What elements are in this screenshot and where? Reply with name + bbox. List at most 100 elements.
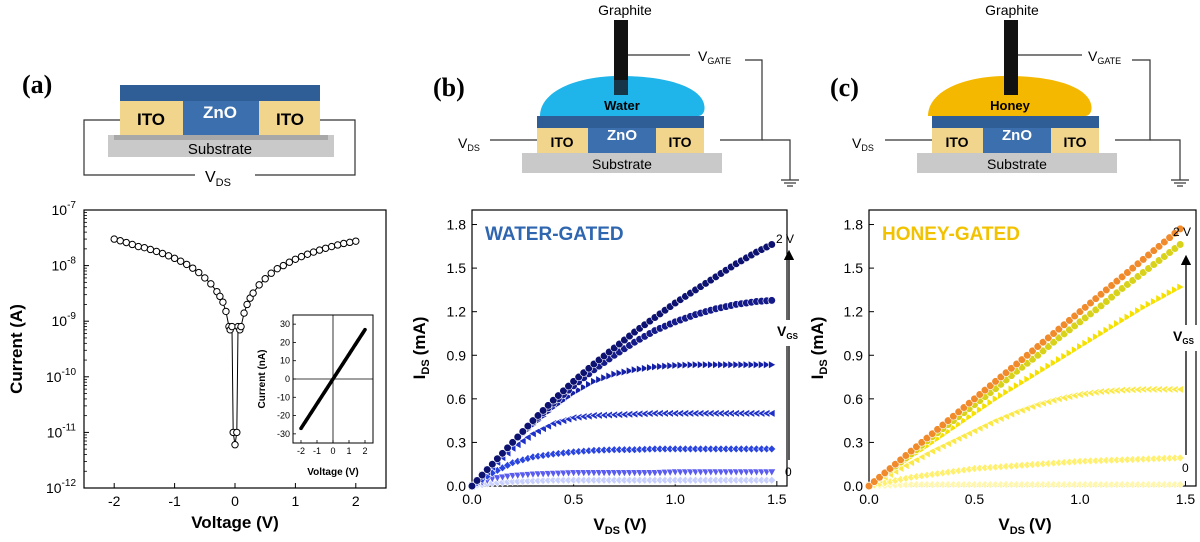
ito-left-b — [537, 128, 588, 153]
electrode-b-label: Graphite — [598, 2, 652, 18]
chart-b-point — [533, 426, 542, 436]
chart-a-point — [243, 300, 251, 309]
chart-c-point — [1002, 387, 1011, 397]
chart-b-point — [559, 386, 568, 395]
chart-c-point — [1145, 299, 1154, 309]
chart-b-point — [590, 376, 599, 386]
inset-ytick-label: -20 — [277, 411, 290, 421]
chart-b-point — [595, 375, 604, 385]
electrode-c — [1004, 20, 1018, 95]
chart-b-point — [767, 408, 776, 418]
zno-channel-a — [183, 101, 259, 135]
chart-b-ytick-label: 0.0 — [447, 478, 467, 494]
electrode-b-tip — [614, 80, 628, 95]
chart-c-point — [1171, 285, 1180, 295]
chart-b-title: WATER-GATED — [485, 224, 624, 245]
chart-c-point — [906, 458, 915, 468]
chart-c-arrow-bottom: 0 — [1182, 461, 1189, 475]
chart-b-point — [610, 369, 619, 379]
chart-a-point — [152, 247, 161, 256]
chart-c-point — [955, 419, 964, 429]
chart-c-ytick-label: 1.2 — [844, 304, 864, 320]
chart-c-ytick-label: 0.0 — [844, 478, 864, 494]
vds-b-label: VDS — [458, 135, 480, 153]
chart-c-point — [1160, 291, 1169, 301]
chart-c-point — [1048, 395, 1058, 405]
chart-c-arrow-label-bg — [1172, 325, 1198, 351]
chart-a-point — [291, 255, 300, 263]
chart-b-point — [767, 475, 777, 485]
inset-xtick-label: -2 — [297, 446, 305, 456]
honey-drop — [928, 76, 1092, 116]
chart-b-point — [722, 360, 731, 370]
chart-c-ytick-label: 0.6 — [844, 391, 864, 407]
chart-b-point — [549, 396, 558, 405]
chart-a-ytick-label: 10-9 — [52, 311, 77, 329]
chart-c-point — [1134, 306, 1143, 316]
chart-c-point — [1123, 268, 1132, 277]
chart-c-point — [1012, 359, 1021, 369]
inset-line — [299, 327, 367, 431]
chart-a-point — [309, 248, 318, 256]
chart-b-point — [763, 360, 772, 370]
chart-c-point — [1144, 250, 1153, 260]
chart-b-point — [681, 360, 691, 370]
chart-c-point — [1170, 229, 1180, 238]
chart-b-point — [543, 421, 552, 431]
chart-c-point — [1017, 355, 1027, 364]
chart-c-point — [1118, 272, 1127, 281]
chart-c-point — [917, 438, 926, 447]
chart-a-point — [321, 244, 330, 252]
chart-c-point — [901, 461, 910, 471]
chart-a-point — [195, 268, 203, 277]
ito-right-a-label: ITO — [276, 110, 304, 129]
chart-b-point — [671, 360, 680, 370]
chart-c-point — [1160, 237, 1169, 247]
chart-c-point — [1176, 282, 1185, 292]
zno-c-label: ZnO — [1002, 127, 1032, 144]
zno-b-label: ZnO — [607, 127, 637, 144]
chart-b-points — [467, 240, 777, 491]
chart-a-point — [285, 258, 294, 266]
chart-c-point — [1033, 351, 1042, 360]
chart-b-point — [539, 406, 548, 415]
chart-b-point — [498, 449, 507, 458]
chart-b-point — [615, 368, 624, 378]
water-label: Water — [604, 98, 640, 113]
chart-c-point — [996, 372, 1005, 382]
chart-c-point — [1039, 364, 1048, 374]
chart-b-xtick-label: 1.5 — [767, 491, 787, 507]
gate-wire-c2 — [1115, 59, 1151, 141]
chart-c-xtick-label: 1.0 — [1070, 491, 1090, 507]
chart-a-ytick-label: 10-10 — [46, 367, 76, 385]
chart-c-point — [1139, 302, 1148, 312]
chart-c-point — [1071, 345, 1080, 355]
substrate-b-label: Substrate — [592, 156, 652, 172]
substrate-c-label: Substrate — [987, 156, 1047, 172]
chart-b-point — [472, 476, 482, 485]
chart-c-point — [933, 425, 942, 434]
inset-ylabel: Current (nA) — [257, 350, 268, 409]
chart-b-ytick-label: 0.9 — [447, 347, 467, 363]
chart-c-point — [1070, 311, 1079, 321]
chart-c-point — [976, 405, 985, 415]
chart-a-xtick-label: -2 — [108, 493, 121, 509]
chart-a-point — [164, 252, 173, 260]
chart-b-point — [767, 444, 777, 454]
chart-b-point — [753, 360, 762, 370]
chart-b-point — [707, 360, 716, 370]
chart-c-point — [1112, 288, 1121, 297]
chart-a-point — [273, 264, 281, 273]
ito-left-b-label: ITO — [550, 134, 573, 150]
ito-left-c — [932, 128, 983, 153]
chart-a-point — [240, 309, 248, 317]
chart-c-point — [992, 394, 1001, 404]
chart-c-point — [1097, 328, 1106, 338]
chart-c-point — [1013, 381, 1022, 391]
chart-c-point — [1023, 351, 1032, 360]
chart-c-point — [1033, 400, 1042, 410]
chart-a-point — [346, 238, 354, 247]
